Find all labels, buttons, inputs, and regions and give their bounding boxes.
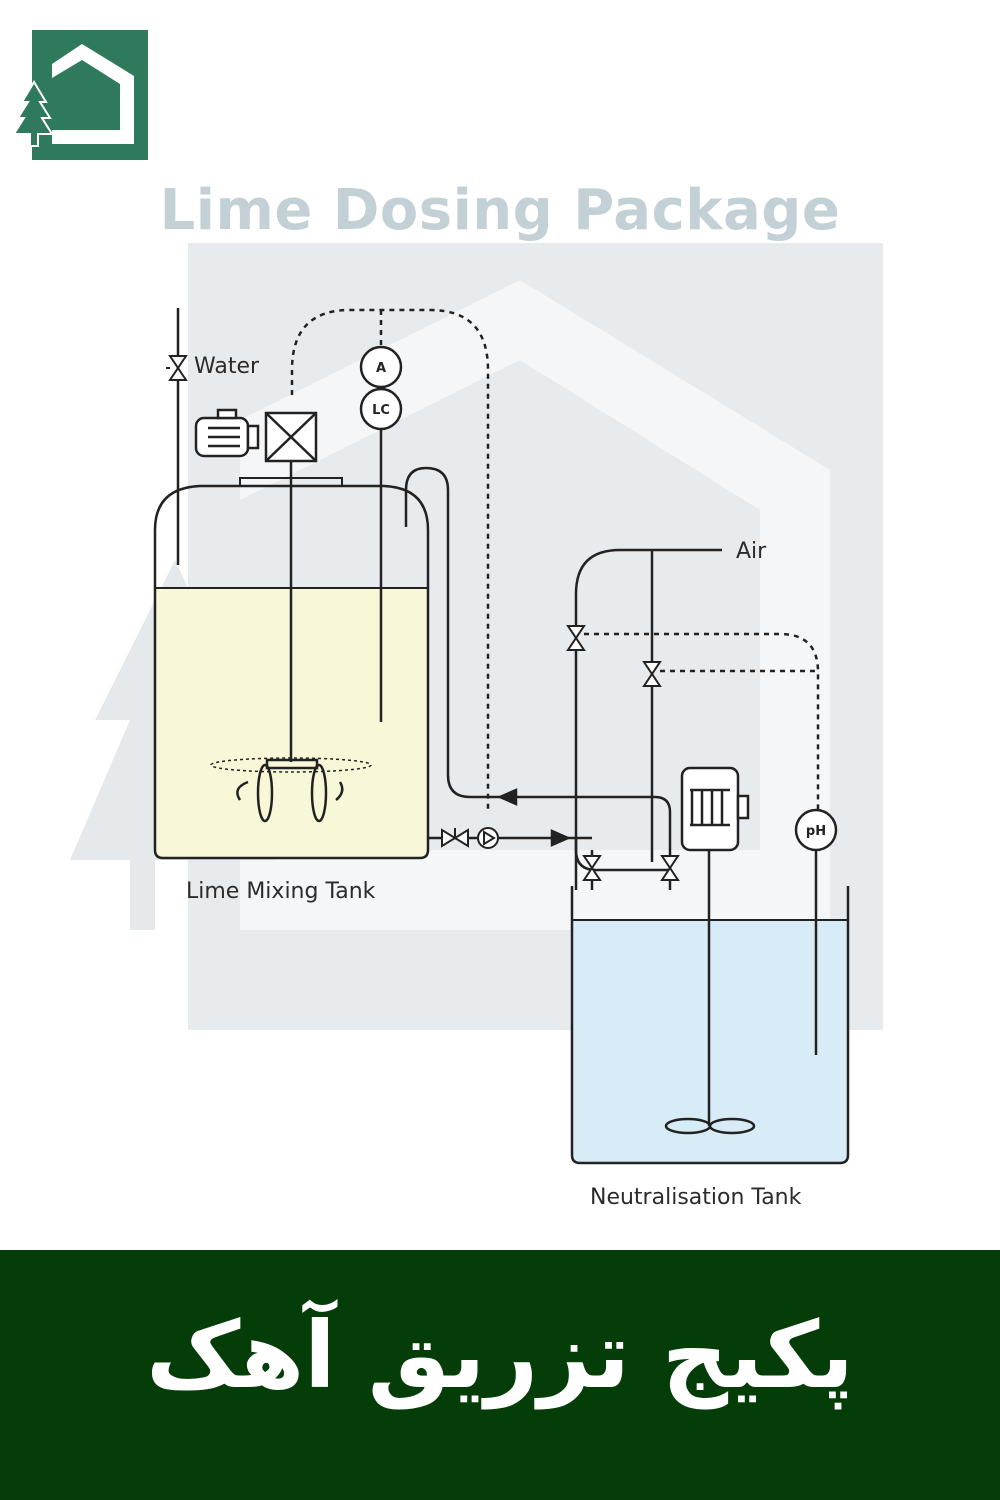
svg-text:A: A xyxy=(376,361,386,376)
watermark-house-inner xyxy=(240,280,830,930)
lime-dosing-diagram: Water A LC xyxy=(70,243,883,1210)
dosing-pump-icon xyxy=(477,827,499,849)
neutralisation-tank-label: Neutralisation Tank xyxy=(590,1185,802,1210)
svg-text:pH: pH xyxy=(806,824,826,839)
water-valve-icon xyxy=(166,355,188,381)
mixer-motor-icon xyxy=(194,408,318,463)
svg-text:LC: LC xyxy=(372,403,390,418)
air-label: Air xyxy=(736,539,767,564)
lime-agitator xyxy=(210,461,372,823)
instrument-ph-sensor: pH xyxy=(794,808,838,852)
instrument-level-controller: LC xyxy=(359,387,403,431)
return-pipe xyxy=(404,466,672,862)
air-valve-icon xyxy=(566,625,680,881)
page-title: Lime Dosing Package xyxy=(159,178,841,243)
lime-mixing-tank-label: Lime Mixing Tank xyxy=(186,879,376,904)
footer-banner: پکیج تزریق آهک xyxy=(0,1250,1000,1500)
control-signal-line xyxy=(290,308,490,812)
water-label: Water xyxy=(194,354,260,379)
house-tree-logo-icon xyxy=(12,30,148,160)
footer-title: پکیج تزریق آهک xyxy=(146,1302,854,1409)
neutral-agitator xyxy=(664,850,756,1135)
ph-signal-line xyxy=(584,632,820,810)
dosing-valve-icon xyxy=(441,828,469,848)
neutral-mixer-motor-icon xyxy=(680,766,750,852)
instrument-analyzer: A xyxy=(359,345,403,389)
